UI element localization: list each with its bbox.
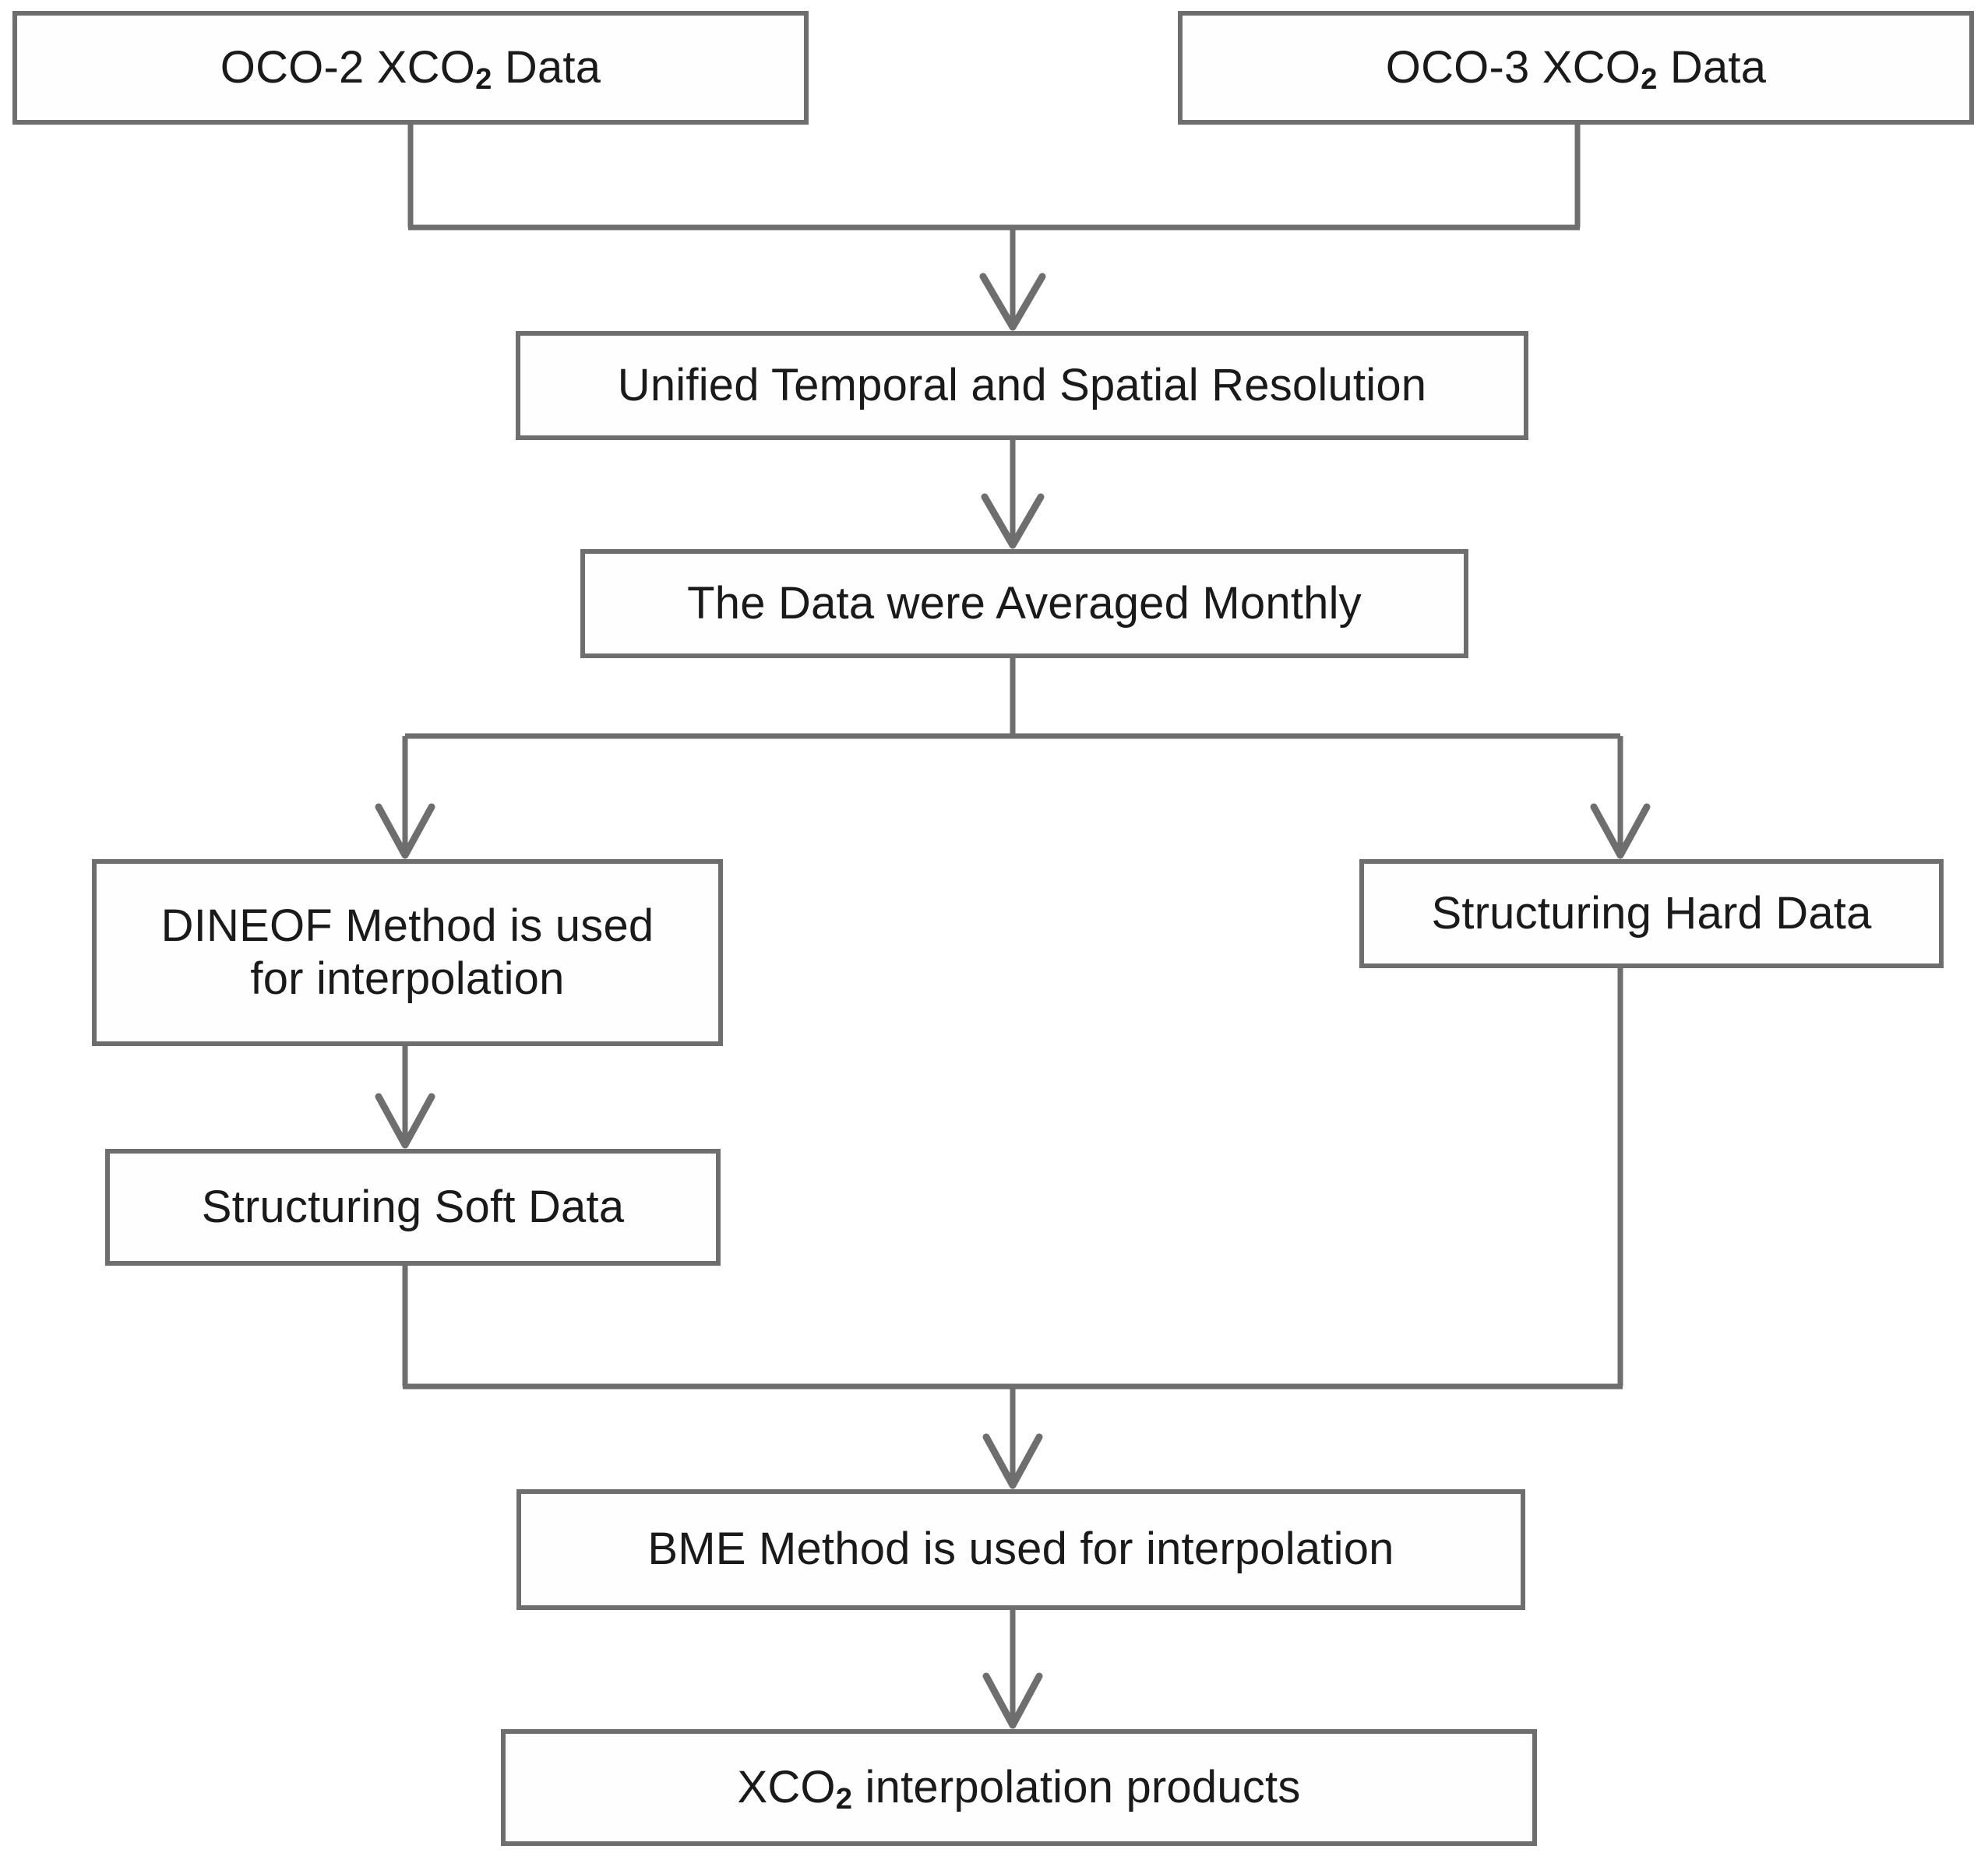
node-structuring-hard-data[interactable]: Structuring Hard Data <box>1359 859 1944 968</box>
node-bme-label: BME Method is used for interpolation <box>647 1524 1394 1575</box>
node-xco2-interpolation-products[interactable]: XCO2 interpolation products <box>501 1729 1537 1846</box>
arrowhead-averaged <box>981 493 1045 549</box>
node-products-label-post: interpolation products <box>852 1761 1301 1812</box>
node-oco2-label-post: Data <box>492 41 601 93</box>
node-averaged-label: The Data were Averaged Monthly <box>687 577 1362 629</box>
arrowhead-bme <box>982 1433 1043 1489</box>
node-oco2-label: OCO-2 XCO2 Data <box>220 41 601 97</box>
node-structuring-soft-data[interactable]: Structuring Soft Data <box>105 1149 721 1266</box>
node-products-subscript: 2 <box>835 1782 853 1816</box>
arrowhead-soft <box>375 1093 435 1149</box>
arrowhead-products <box>982 1672 1043 1729</box>
arrowhead-hard <box>1590 803 1651 859</box>
node-bme-method[interactable]: BME Method is used for interpolation <box>516 1489 1525 1610</box>
node-unified-label: Unified Temporal and Spatial Resolution <box>617 359 1427 410</box>
arrowhead-dineof <box>375 803 435 859</box>
node-oco2-subscript: 2 <box>475 62 492 97</box>
node-oco3-label-pre: OCO-3 XCO <box>1385 41 1641 93</box>
node-soft-label: Structuring Soft Data <box>201 1181 625 1232</box>
node-oco3-xco2-data[interactable]: OCO-3 XCO2 Data <box>1178 11 1974 125</box>
node-data-averaged-monthly[interactable]: The Data were Averaged Monthly <box>580 549 1468 658</box>
node-hard-label: Structuring Hard Data <box>1431 887 1872 939</box>
node-products-label-pre: XCO <box>737 1761 836 1812</box>
node-products-label: XCO2 interpolation products <box>737 1761 1301 1816</box>
node-oco2-xco2-data[interactable]: OCO-2 XCO2 Data <box>12 11 809 125</box>
node-dineof-method[interactable]: DINEOF Method is used for interpolation <box>92 859 723 1046</box>
node-oco3-label-post: Data <box>1657 41 1767 93</box>
node-oco2-label-pre: OCO-2 XCO <box>220 41 476 93</box>
node-oco3-subscript: 2 <box>1641 62 1658 97</box>
node-dineof-label: DINEOF Method is used for interpolation <box>160 900 654 1004</box>
node-oco3-label: OCO-3 XCO2 Data <box>1385 41 1767 97</box>
arrowhead-unified <box>979 273 1046 331</box>
node-unified-resolution[interactable]: Unified Temporal and Spatial Resolution <box>516 331 1528 440</box>
